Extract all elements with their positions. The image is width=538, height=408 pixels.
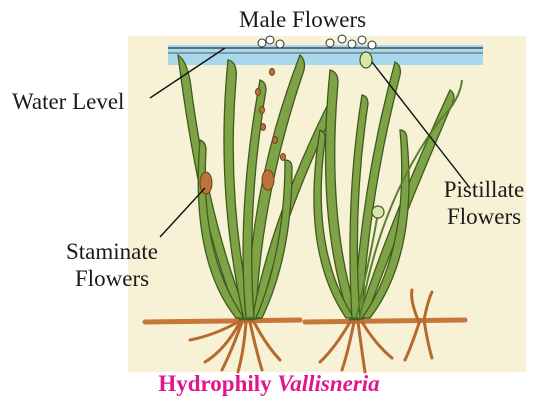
figure-caption: Hydrophily Vallisneria bbox=[0, 371, 538, 397]
staminate-label-line1: Staminate bbox=[56, 238, 168, 265]
staminate-label-line2: Flowers bbox=[56, 265, 168, 292]
male-flowers-label: Male Flowers bbox=[239, 6, 366, 33]
water-level-label: Water Level bbox=[12, 88, 124, 115]
pistillate-label-line1: Pistillate bbox=[432, 176, 536, 203]
staminate-flowers-label: Staminate Flowers bbox=[56, 238, 168, 292]
pistillate-flowers-label: Pistillate Flowers bbox=[432, 176, 536, 230]
caption-main: Hydrophily bbox=[158, 371, 271, 396]
caption-species: Vallisneria bbox=[277, 371, 379, 396]
pistillate-label-line2: Flowers bbox=[432, 203, 536, 230]
